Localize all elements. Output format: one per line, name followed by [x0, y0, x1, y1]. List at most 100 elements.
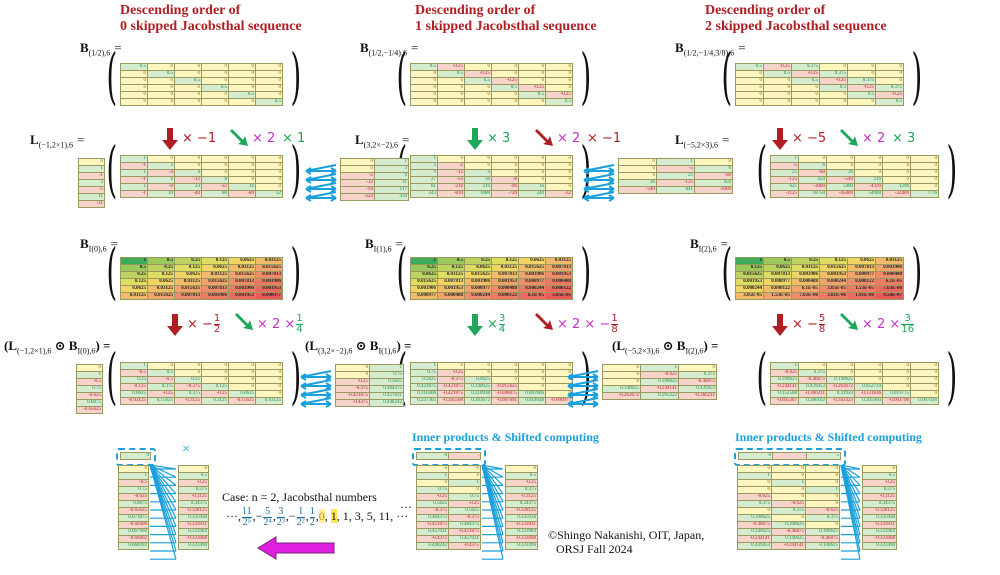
matrix-cell: 0 [854, 169, 883, 177]
matrix-cell: 0 [518, 369, 546, 377]
matrix-cell: 0 [255, 183, 283, 191]
equals-sign: = [738, 40, 746, 55]
matrix-cell: 0 [826, 162, 855, 170]
result-row: -0.333008 [862, 535, 897, 543]
equals-sign: = [722, 132, 730, 147]
left-parenthesis: ( [721, 41, 733, 113]
matrix-cell: 0 [340, 165, 375, 173]
sequence-cell: 0 [805, 472, 840, 480]
matrix-cell: 0.5 [763, 70, 792, 78]
hadamard-operator-icon: ⊙ B [51, 338, 78, 353]
matrix-cell: 0 [120, 77, 148, 85]
matrix-cell: 0.007813 [763, 271, 792, 279]
matrix-cell: 80 [201, 190, 229, 198]
matrix-cell: 0.0625 [228, 257, 256, 265]
matrix-cell: 0 [410, 98, 438, 106]
result-cell: -0.25 [178, 479, 209, 487]
result-cell: 0.335938 [178, 514, 209, 522]
result-cell: -0.332031 [505, 521, 538, 529]
matrix-cell: 0.448242 [369, 399, 404, 407]
h-l-subscript: (−1,2×1),6 [17, 346, 52, 356]
matrix-cell: 36 [618, 179, 657, 187]
matrix-cell: 6 [147, 176, 175, 184]
h-open-paren-l: (L [612, 338, 625, 353]
matrix-cell: 0 [410, 70, 438, 78]
matrix-cell: 0 [228, 70, 256, 78]
sequence-cell: -0.46875 [805, 535, 840, 543]
matrix-cell: 0.210938 [464, 390, 492, 398]
matrix-cell: 0 [545, 155, 573, 163]
b-matrix-label: B(1/2,−1/4,3/8),6= [675, 40, 746, 62]
matrix-cell: -0.421875 [437, 383, 465, 391]
matrix-cell: 0 [228, 176, 256, 184]
result-row: 0.333984 [505, 528, 538, 536]
matrix-cell: 1 [640, 364, 679, 372]
matrix-cell: -0.25 [545, 91, 573, 99]
result-cell: 0.34375 [178, 500, 209, 508]
matrix-cell: 0 [910, 176, 939, 184]
matrix-cell: 0.015625 [735, 271, 764, 279]
result-row: -0.25 [505, 479, 538, 487]
result-row: -0.332031 [178, 521, 209, 529]
right-parenthesis: ) [946, 134, 958, 206]
matrix-cell: 0.6875 [76, 399, 103, 407]
b-matrix-label: B(1/2),6= [80, 40, 122, 62]
h-b-subscript: I(1),6 [378, 346, 397, 356]
matrix-cell: 0 [255, 169, 283, 177]
sequence-cell: 1 [737, 472, 772, 480]
matrix-cell: 0 [910, 155, 939, 163]
matrix-cell: 3.81E-06 [819, 292, 848, 300]
matrix-cell: 0 [174, 162, 202, 170]
matrix-cell: 0 [518, 70, 546, 78]
sequence-row: 0.448242-0.4375 [416, 542, 481, 550]
sequence-cell: -0.5 [118, 479, 149, 487]
matrix-cell: 0.0625 [174, 271, 202, 279]
matrix-cell: 0 [147, 362, 175, 370]
matrix-cell: 7.63E-06 [875, 285, 904, 293]
matrix-cell: 0 [798, 362, 827, 370]
matrix-cell: 0.375 [147, 383, 175, 391]
matrix-cell: 0.003906 [201, 292, 229, 300]
matrix-cell: 0 [228, 98, 256, 106]
h-down-op: × [487, 317, 498, 332]
matrix-cell: -720 [491, 190, 519, 198]
matrix-cell: 0.007813 [201, 285, 229, 293]
matrix-cell: 0 [738, 452, 773, 460]
sequence-row: 0.671875 [118, 514, 149, 522]
matrix-cell: -0.087891 [491, 397, 519, 405]
shift-arrows-icon [567, 370, 599, 408]
comma: , [252, 509, 256, 523]
close-paren: ) = [703, 338, 719, 353]
matrix-cell: 0.015625 [464, 271, 492, 279]
matrix-cell: -0.4375 [335, 399, 370, 407]
matrix-cell: -0.46875 [798, 376, 827, 384]
matrix-cell: 0.286102 [798, 397, 827, 405]
inner-products-title: Inner products & Shifted computing [412, 430, 599, 444]
matrix-cell: 1 [120, 155, 148, 163]
matrix-cell: -0.244141 [770, 383, 799, 391]
matrix-cell: -0.25 [791, 70, 820, 78]
matrix-cell: 0.5 [518, 91, 546, 99]
result-cell: 0 [862, 465, 897, 473]
matrix-cell: -0.03125 [120, 397, 148, 405]
matrix-cell: -0.5 [147, 376, 175, 384]
sequence-row: 0.457031-0.421875 [416, 528, 481, 536]
matrix-cell: 0 [854, 155, 883, 163]
sequence-cell: 0.140625 [771, 535, 806, 543]
matrix-cell: 0 [174, 84, 202, 92]
left-parenthesis: ( [756, 134, 768, 206]
matrix-row: 1 [78, 165, 105, 173]
matrix-cell: 25 [656, 172, 695, 180]
